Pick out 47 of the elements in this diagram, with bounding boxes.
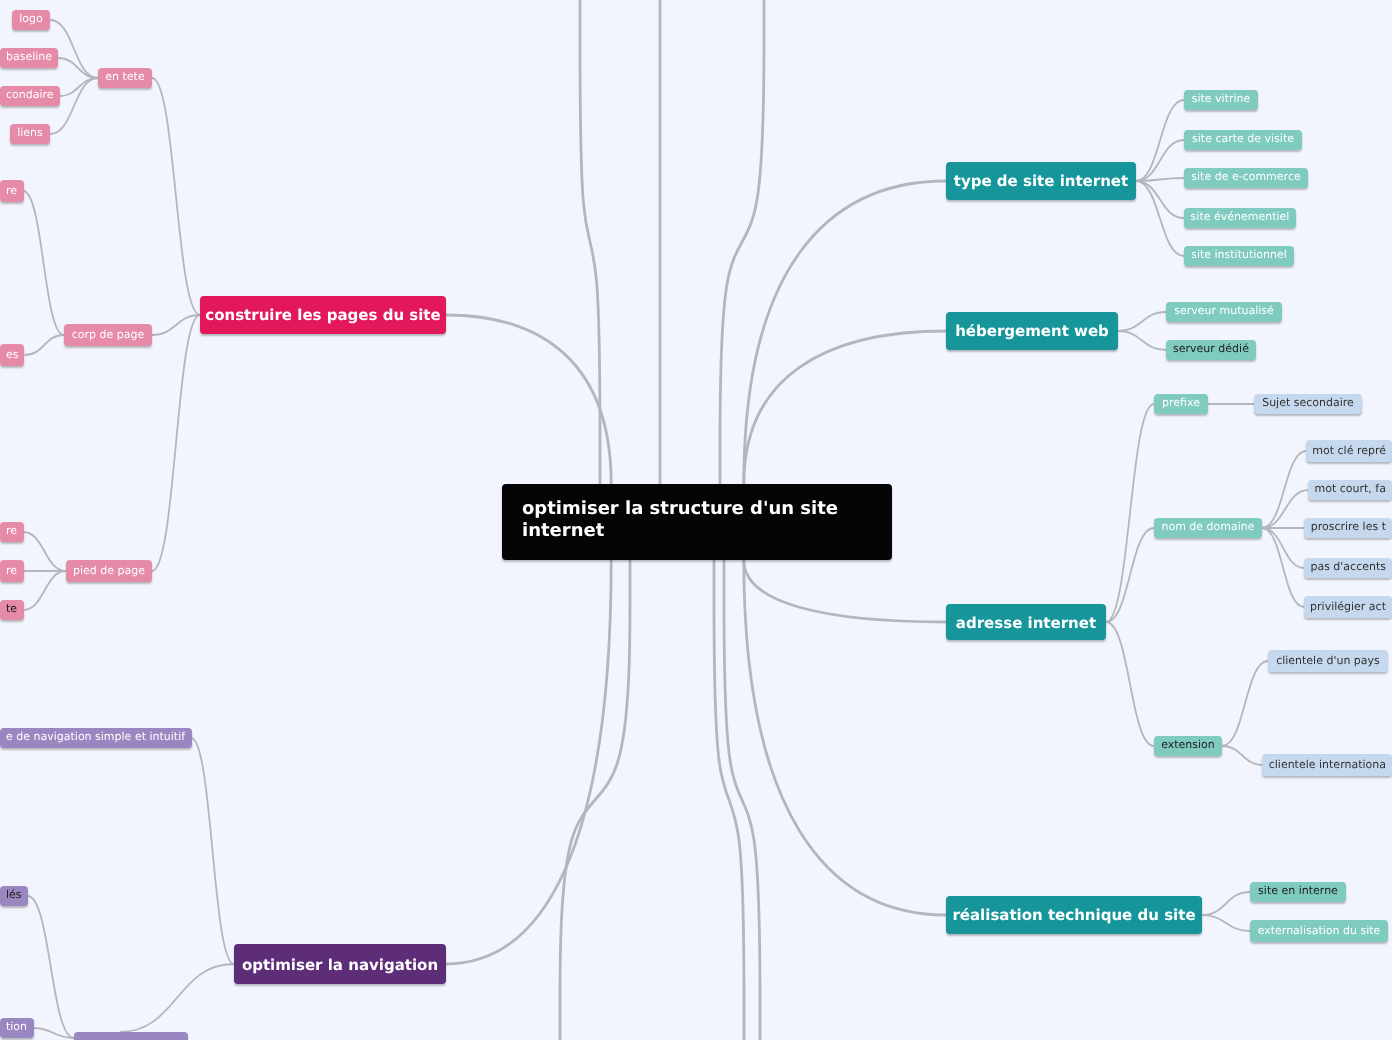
branch-line [1207, 403, 1255, 405]
branch-line [1117, 330, 1167, 351]
branch-line [718, 0, 766, 484]
branch-line [558, 560, 632, 1040]
branch-line [742, 329, 947, 485]
branch-line [32, 1027, 75, 1039]
branch-line [1261, 450, 1308, 529]
central-topic: optimiser la structure d'un site internet [502, 484, 892, 560]
branch-line [1105, 403, 1155, 623]
branch-line [22, 570, 67, 611]
branch-line [445, 559, 613, 966]
branch-line [1261, 489, 1310, 529]
branch-line [57, 57, 99, 79]
branch-line [49, 77, 99, 135]
branch-line [1105, 621, 1155, 747]
branch-line [742, 559, 947, 917]
branch-line [1117, 311, 1167, 332]
branch-line [23, 334, 65, 356]
branch-line [1135, 180, 1185, 257]
branch-line [151, 314, 201, 572]
branch-line [722, 560, 762, 1040]
branch-line [712, 560, 746, 1040]
branch-line [742, 559, 946, 624]
branch-line [22, 190, 65, 336]
branch-line [1135, 180, 1185, 219]
branch-line [658, 0, 662, 484]
branch-line [190, 737, 235, 965]
branch-line [1261, 527, 1306, 569]
branch-line [445, 313, 613, 485]
branch-line [1221, 660, 1269, 747]
branch-line [1261, 527, 1305, 608]
branch-line [1201, 914, 1251, 932]
branch-line [1135, 139, 1185, 182]
branch-line [1135, 99, 1185, 182]
branch-line [1221, 745, 1264, 766]
branch-line [151, 314, 201, 336]
branch-line [22, 570, 67, 572]
branch-line [26, 895, 75, 1039]
branch-line [118, 963, 235, 1033]
branch-line [58, 77, 99, 97]
branch-line [1105, 527, 1155, 623]
branch-line [49, 19, 99, 79]
branch-line [1201, 891, 1251, 916]
branch-line [151, 77, 201, 316]
branch-line [742, 179, 947, 485]
branch-line [578, 0, 602, 484]
branch-line [22, 531, 67, 572]
